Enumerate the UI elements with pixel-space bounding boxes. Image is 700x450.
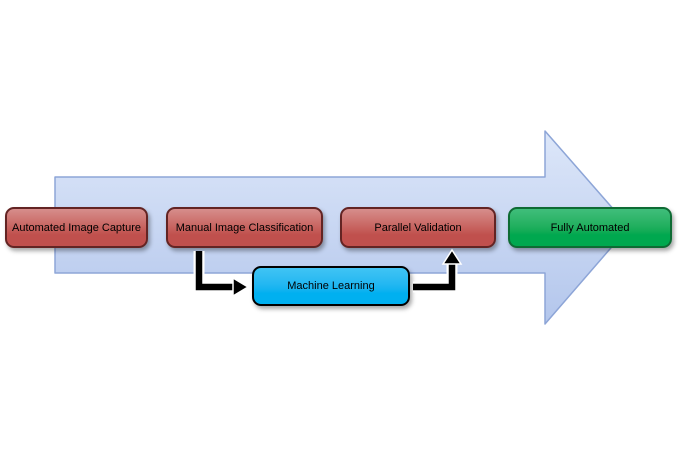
stage-fully-automated: Fully Automated	[508, 207, 672, 248]
stage-label: Manual Image Classification	[175, 221, 314, 234]
stage-label: Fully Automated	[550, 221, 630, 234]
stage-manual-image-classification: Manual Image Classification	[166, 207, 323, 248]
callout-label: Machine Learning	[287, 280, 375, 292]
stage-label: Automated Image Capture	[11, 221, 142, 234]
callout-machine-learning: Machine Learning	[252, 266, 410, 306]
stage-label: Parallel Validation	[374, 221, 462, 234]
stage-parallel-validation: Parallel Validation	[340, 207, 496, 248]
stage-automated-image-capture: Automated Image Capture	[5, 207, 148, 248]
